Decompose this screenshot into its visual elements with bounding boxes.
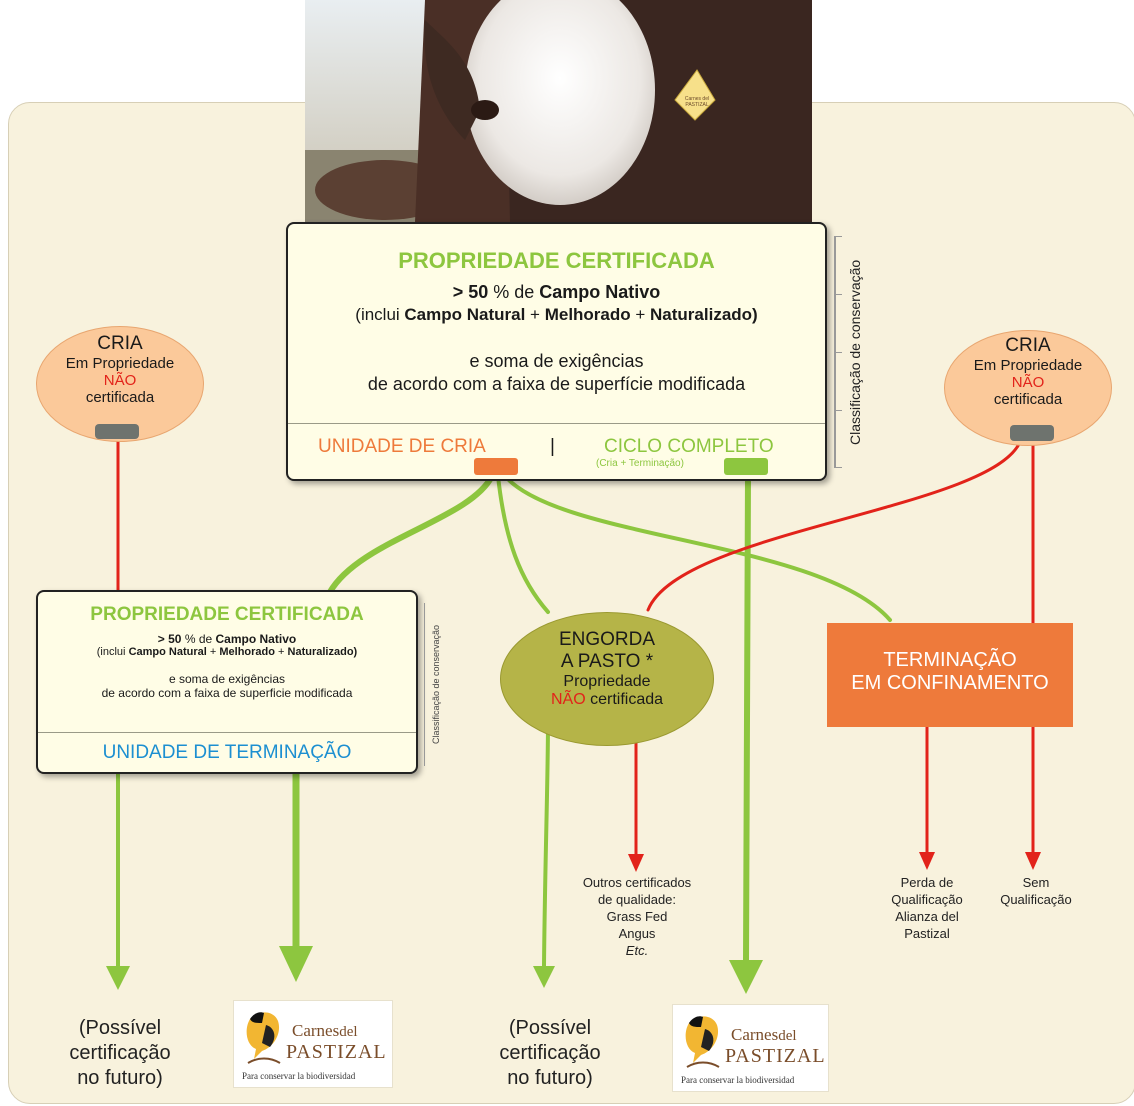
cria-right-line4: certificada bbox=[993, 391, 1063, 408]
logo1-tagline: Para conservar la biodiversidad bbox=[242, 1071, 356, 1081]
arrow-outros bbox=[628, 854, 644, 872]
cow-photo: Carnes del PASTIZAL bbox=[305, 0, 812, 222]
term-title: PROPRIEDADE CERTIFICADA bbox=[90, 604, 364, 625]
connector-main-to-term bbox=[327, 473, 495, 595]
cria-left-line2: Em Propriedade bbox=[65, 355, 175, 372]
arrow-possivel-left bbox=[106, 966, 130, 990]
carnes-del-pastizal-logo-1: Carnesdel PASTIZAL Para conservar la bio… bbox=[233, 1000, 393, 1088]
term-line2: (inclui Campo Natural + Melhorado + Natu… bbox=[96, 646, 358, 658]
cria-right-nao: NÃO bbox=[1011, 374, 1045, 391]
connector-ciclo-to-logo bbox=[743, 473, 751, 965]
cria-right-connector-tab bbox=[1010, 425, 1054, 441]
logo1-brand-line2: PASTIZAL bbox=[286, 1041, 387, 1063]
engorda-line3: Propriedade bbox=[563, 673, 651, 690]
term-scale-bar bbox=[424, 603, 425, 766]
unit-separator: | bbox=[550, 436, 555, 457]
main-line2: (inclui Campo Natural + Melhorado + Natu… bbox=[355, 305, 758, 324]
unit-cria-tab bbox=[474, 458, 518, 475]
cria-left-connector-tab bbox=[95, 424, 139, 439]
term-scale-label: Classificação de conservação bbox=[431, 624, 441, 745]
terminacao-line2: EM CONFINAMENTO bbox=[851, 672, 1049, 694]
connector-cria-right-to-engorda bbox=[646, 440, 1022, 612]
main-line1: > 50 % de Campo Nativo bbox=[452, 282, 661, 302]
main-scale-label: Classificação de conservação bbox=[847, 259, 863, 445]
main-line4: de acordo com a faixa de superfície modi… bbox=[367, 374, 746, 394]
bird-icon bbox=[246, 1012, 281, 1064]
term-line3: e soma de exigências bbox=[168, 672, 286, 686]
cria-left-line4: certificada bbox=[85, 389, 155, 406]
arrow-possivel-mid bbox=[533, 966, 555, 988]
arrow-perda bbox=[919, 852, 935, 870]
engorda-line2: A PASTO * bbox=[560, 651, 654, 672]
cria-left-node: CRIA Em Propriedade NÃO certificada bbox=[36, 326, 204, 442]
engorda-node: ENGORDA A PASTO * Propriedade NÃO certif… bbox=[500, 612, 714, 746]
connector-main-to-engorda bbox=[496, 474, 550, 614]
terminacao-line1: TERMINAÇÃO bbox=[883, 649, 1017, 671]
main-divider bbox=[288, 423, 825, 424]
term-line4: de acordo com a faixa de superficie modi… bbox=[101, 686, 353, 700]
arrow-logo2 bbox=[729, 960, 763, 994]
term-divider bbox=[38, 732, 416, 733]
ciclo-completo-tab bbox=[724, 458, 768, 475]
logo2-brand-line2: PASTIZAL bbox=[725, 1045, 826, 1067]
term-certified-box: PROPRIEDADE CERTIFICADA > 50 % de Campo … bbox=[36, 590, 418, 774]
unit-terminacao-label: UNIDADE DE TERMINAÇÃO bbox=[102, 742, 352, 763]
ear-tag-text: Carnes del PASTIZAL bbox=[684, 96, 710, 108]
connector-engorda-to-possivel bbox=[542, 718, 550, 968]
arrow-sem bbox=[1025, 852, 1041, 870]
main-line3: e soma de exigências bbox=[469, 351, 644, 371]
term-line1: > 50 % de Campo Nativo bbox=[157, 632, 297, 646]
engorda-line1: ENGORDA bbox=[558, 629, 656, 650]
arrow-logo1 bbox=[279, 946, 313, 982]
cria-left-nao: NÃO bbox=[103, 372, 137, 389]
terminacao-confinamento-node: TERMINAÇÃO EM CONFINAMENTO bbox=[827, 623, 1073, 727]
engorda-line4: NÃO certificada bbox=[550, 691, 664, 708]
cria-right-title: CRIA bbox=[1005, 335, 1051, 356]
ciclo-completo-sub: (Cria + Terminação) bbox=[596, 458, 684, 469]
bird-icon bbox=[685, 1016, 720, 1068]
logo2-tagline: Para conservar la biodiversidad bbox=[681, 1075, 795, 1085]
main-title: PROPRIEDADE CERTIFICADA bbox=[398, 248, 715, 273]
connector-main-to-terminacao bbox=[503, 474, 892, 622]
carnes-del-pastizal-logo-2: Carnesdel PASTIZAL Para conservar la bio… bbox=[672, 1004, 829, 1092]
logo1-brand-line1: Carnesdel bbox=[292, 1021, 358, 1040]
unit-cria-label: UNIDADE DE CRIA bbox=[318, 436, 486, 457]
cria-left-title: CRIA bbox=[97, 333, 143, 354]
logo2-brand-line1: Carnesdel bbox=[731, 1025, 797, 1044]
cria-right-node: CRIA Em Propriedade NÃO certificada bbox=[944, 330, 1112, 446]
ciclo-completo-label: CICLO COMPLETO bbox=[604, 436, 774, 457]
main-certified-box: PROPRIEDADE CERTIFICADA > 50 % de Campo … bbox=[286, 222, 827, 481]
cria-right-line2: Em Propriedade bbox=[973, 357, 1083, 374]
